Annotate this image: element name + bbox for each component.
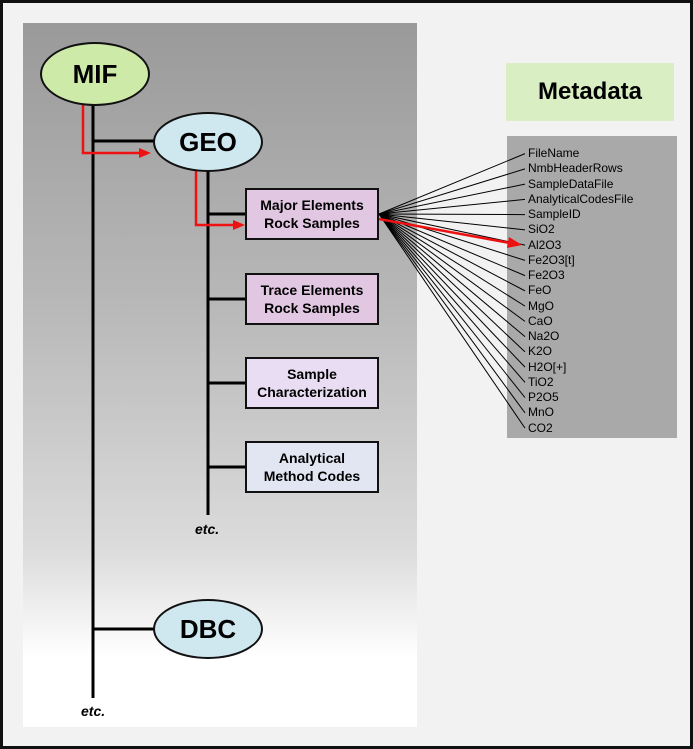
- metadata-fan-line: [378, 213, 526, 414]
- metadata-fan-line: [378, 183, 526, 215]
- metadata-fan-line: [378, 213, 526, 292]
- metadata-field: Al2O3: [528, 237, 562, 252]
- metadata-field: MnO: [528, 405, 555, 420]
- metadata-fan-line: [378, 198, 526, 215]
- mif-node[interactable]: MIF: [40, 42, 150, 106]
- metadata-fan-line: [378, 213, 526, 322]
- metadata-fan-line: [378, 213, 526, 398]
- major-elements-node[interactable]: Major Elements Rock Samples: [245, 188, 379, 240]
- metadata-field: MgO: [528, 298, 555, 313]
- metadata-field: AnalyticalCodesFile: [528, 191, 634, 206]
- metadata-field: TiO2: [528, 374, 554, 389]
- major-al2o3-arrowhead: [507, 237, 522, 248]
- metadata-fan-line: [378, 153, 526, 215]
- metadata-fan-line: [378, 213, 526, 353]
- metadata-field: CO2: [528, 420, 553, 435]
- connector-lines: [81, 103, 526, 698]
- mif-geo-highlight-path: [81, 103, 141, 155]
- metadata-field: FeO: [528, 283, 552, 298]
- metadata-fan-line: [378, 213, 526, 261]
- metadata-field: FileName: [528, 146, 580, 160]
- dbc-node[interactable]: DBC: [153, 599, 263, 659]
- metadata-fan-line: [378, 168, 526, 215]
- metadata-fan-line: [378, 213, 526, 429]
- metadata-fan-line: [378, 213, 526, 307]
- metadata-field: SampleDataFile: [528, 176, 614, 191]
- metadata-field: H2O[+]: [528, 359, 567, 374]
- analytical-method-codes-node[interactable]: Analytical Method Codes: [245, 441, 379, 493]
- trace-elements-node[interactable]: Trace Elements Rock Samples: [245, 273, 379, 325]
- geo-etc-label: etc.: [195, 521, 220, 537]
- metadata-fan-line: [378, 213, 526, 231]
- mif-etc-label: etc.: [81, 703, 106, 719]
- metadata-fan-line: [378, 213, 526, 338]
- geo-major-highlight-path: [194, 171, 235, 227]
- metadata-field: Fe2O3[t]: [528, 252, 575, 267]
- major-al2o3-highlight-path: [378, 217, 511, 245]
- metadata-panel: [507, 136, 677, 438]
- mif-geo-arrowhead: [139, 148, 151, 158]
- metadata-fan-line: [378, 213, 526, 246]
- sample-characterization-node[interactable]: Sample Characterization: [245, 357, 379, 409]
- metadata-field: P2O5: [528, 390, 559, 404]
- metadata-field: CaO: [528, 313, 553, 328]
- metadata-fan-line: [378, 213, 526, 383]
- metadata-field: SiO2: [528, 222, 555, 237]
- geo-major-arrowhead: [233, 220, 245, 230]
- metadata-field: NmbHeaderRows: [528, 161, 623, 176]
- geo-node[interactable]: GEO: [153, 112, 263, 172]
- metadata-field: K2O: [528, 344, 553, 359]
- metadata-field: Fe2O3: [528, 268, 565, 282]
- metadata-field: Na2O: [528, 329, 560, 343]
- metadata-fan-line: [378, 213, 526, 368]
- metadata-fan-line: [378, 213, 526, 216]
- metadata-title: Metadata: [506, 63, 674, 121]
- metadata-field: SampleID: [528, 207, 581, 221]
